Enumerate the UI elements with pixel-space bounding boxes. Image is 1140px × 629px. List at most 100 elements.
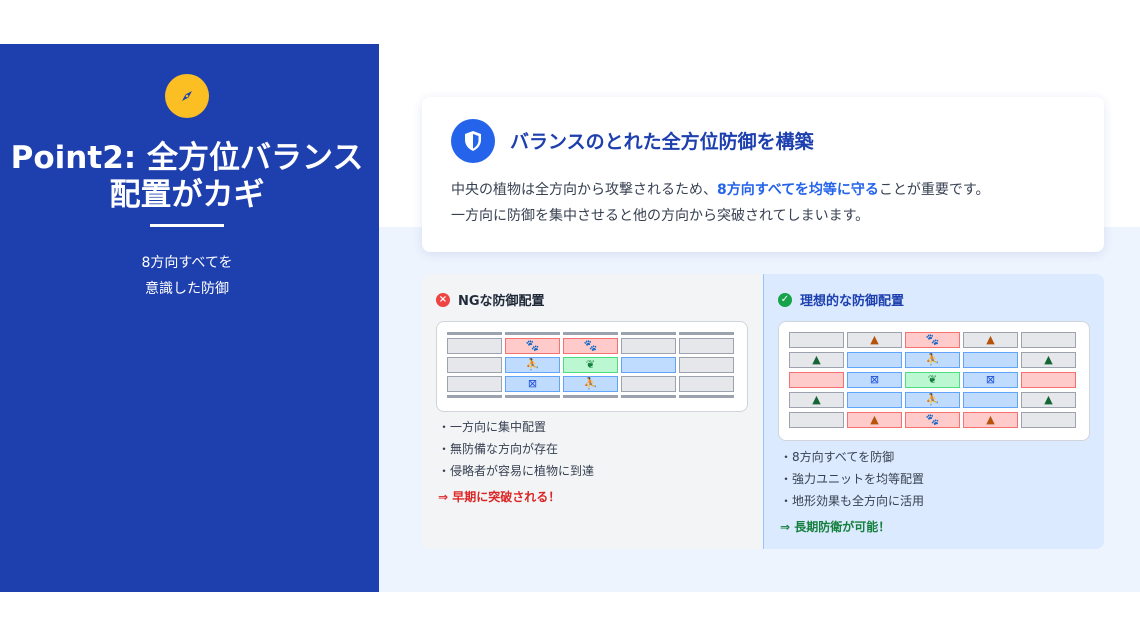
ok-title-text: 理想的な防御配置 — [800, 294, 905, 309]
wall-bar — [563, 332, 618, 335]
ng-panel-title: × NGな防御配置 — [436, 290, 545, 309]
unit-icon: ⛹ — [925, 353, 940, 366]
wall-bar — [505, 332, 560, 335]
ok-grid: ▲ 🐾 ▲ ▲ ⛹ ▲ ⊠ ❦ ⊠ ▲ ⛹ ▲ ▲ 🐾 ▲ — [789, 332, 1076, 428]
grid-cell: ▲ — [963, 412, 1018, 428]
barrier-icon: ⊠ — [527, 377, 538, 390]
ng-result: ⇒ 早期に突破される！ — [438, 490, 561, 504]
body-highlight: 8方向すべてを均等に守る — [717, 182, 879, 198]
grid-cell — [789, 332, 844, 348]
ng-title-text: NGな防御配置 — [458, 294, 545, 309]
grid-cell: ▲ — [963, 332, 1018, 348]
check-circle-icon: ✓ — [778, 292, 792, 307]
list-item: ・地形効果も全方向に活用 — [780, 494, 925, 508]
shield-icon — [451, 119, 495, 163]
tree-icon: ▲ — [812, 393, 821, 406]
wall-bar — [505, 395, 560, 398]
unit-icon: ⛹ — [925, 393, 940, 406]
grid-cell: ⊠ — [505, 376, 560, 392]
grid-cell: ⛹ — [905, 392, 960, 408]
title-divider — [150, 224, 224, 227]
compass-icon — [165, 74, 209, 118]
grid-cell: 🐾 — [505, 338, 560, 354]
grid-cell: ❦ — [905, 372, 960, 388]
mountain-icon: ▲ — [986, 413, 995, 426]
mountain-icon: ▲ — [986, 333, 995, 346]
grid-cell: ⊠ — [963, 372, 1018, 388]
ng-panel: × NGな防御配置 🐾🐾⛹❦⊠⛹ ・一方向に集中配置 ・無防備な方向が存在 ・侵… — [422, 274, 763, 549]
wall-bar — [621, 395, 676, 398]
grid-cell — [679, 357, 734, 373]
grid-cell — [1021, 332, 1076, 348]
ok-panel: ✓ 理想的な防御配置 ▲ 🐾 ▲ ▲ ⛹ ▲ ⊠ ❦ ⊠ ▲ ⛹ ▲ ▲ 🐾 ▲ ・8方向すべてを防御 ・強… — [763, 274, 1104, 549]
card-body: 中央の植物は全方向から攻撃されるため、8方向すべてを均等に守ることが重要です。 … — [451, 177, 1091, 229]
ng-bullet-list: ・一方向に集中配置 ・無防備な方向が存在 ・侵略者が容易に植物に到達 — [438, 416, 594, 482]
ok-result: ⇒ 長期防衛が可能！ — [780, 520, 891, 534]
ok-bullet-list: ・8方向すべてを防御 ・強力ユニットを均等配置 ・地形効果も全方向に活用 — [780, 446, 924, 512]
grid-cell: ▲ — [847, 332, 902, 348]
tree-icon: ▲ — [812, 353, 821, 366]
grid-cell: ❦ — [563, 357, 618, 373]
barrier-icon: ⊠ — [869, 373, 880, 386]
grid-cell: ⛹ — [505, 357, 560, 373]
grid-cell — [621, 376, 676, 392]
page-title: Point2: 全方位バランス配置がカギ — [10, 140, 364, 213]
grid-cell — [621, 338, 676, 354]
wall-bar — [563, 395, 618, 398]
mountain-icon: ▲ — [870, 333, 879, 346]
grid-cell — [847, 352, 902, 368]
wall-bar — [679, 395, 734, 398]
grid-cell: 🐾 — [905, 332, 960, 348]
paw-icon: 🐾 — [925, 333, 940, 346]
grid-cell — [447, 357, 502, 373]
tree-icon: ▲ — [1044, 393, 1053, 406]
ok-panel-title: ✓ 理想的な防御配置 — [778, 290, 904, 309]
grid-cell: ▲ — [847, 412, 902, 428]
body-text: 中央の植物は全方向から攻撃されるため、 — [451, 182, 717, 198]
grid-cell: ⛹ — [905, 352, 960, 368]
ng-grid: 🐾🐾⛹❦⊠⛹ — [447, 332, 734, 398]
paw-icon: 🐾 — [925, 413, 940, 426]
info-card: バランスのとれた全方位防御を構築 中央の植物は全方向から攻撃されるため、8方向す… — [422, 97, 1104, 252]
list-item: ・一方向に集中配置 — [438, 420, 547, 434]
sidebar: Point2: 全方位バランス配置がカギ 8方向すべてを 意識した防御 — [0, 44, 379, 592]
wall-bar — [447, 395, 502, 398]
list-item: ・強力ユニットを均等配置 — [780, 472, 925, 486]
x-circle-icon: × — [436, 292, 450, 307]
grid-cell — [679, 376, 734, 392]
tree-icon: ▲ — [1044, 353, 1053, 366]
ok-board: ▲ 🐾 ▲ ▲ ⛹ ▲ ⊠ ❦ ⊠ ▲ ⛹ ▲ ▲ 🐾 ▲ — [778, 321, 1090, 441]
grid-cell — [447, 376, 502, 392]
card-body-line: 一方向に防御を集中させると他の方向から突破されてしまいます。 — [451, 208, 870, 224]
grid-cell: 🐾 — [563, 338, 618, 354]
plant-icon: ❦ — [585, 358, 596, 371]
card-heading: バランスのとれた全方位防御を構築 — [510, 131, 814, 153]
list-item: ・侵略者が容易に植物に到達 — [438, 464, 595, 478]
grid-cell — [847, 392, 902, 408]
mountain-icon: ▲ — [870, 413, 879, 426]
grid-cell — [1021, 372, 1076, 388]
wall-bar — [679, 332, 734, 335]
unit-icon: ⛹ — [583, 377, 598, 390]
grid-cell — [679, 338, 734, 354]
grid-cell: 🐾 — [905, 412, 960, 428]
grid-cell — [963, 352, 1018, 368]
subtitle-line: 意識した防御 — [145, 281, 229, 297]
body-text: ことが重要です。 — [878, 182, 990, 198]
page-subtitle: 8方向すべてを 意識した防御 — [60, 250, 314, 302]
list-item: ・無防備な方向が存在 — [438, 442, 559, 456]
barrier-icon: ⊠ — [985, 373, 996, 386]
grid-cell: ▲ — [1021, 352, 1076, 368]
card-body-line: 中央の植物は全方向から攻撃されるため、8方向すべてを均等に守ることが重要です。 — [451, 177, 1091, 203]
grid-cell — [789, 412, 844, 428]
grid-cell: ⛹ — [563, 376, 618, 392]
grid-cell: ⊠ — [847, 372, 902, 388]
grid-cell: ▲ — [1021, 392, 1076, 408]
wall-bar — [621, 332, 676, 335]
grid-cell — [963, 392, 1018, 408]
ng-board: 🐾🐾⛹❦⊠⛹ — [436, 321, 748, 412]
grid-cell — [621, 357, 676, 373]
subtitle-line: 8方向すべてを — [141, 255, 233, 271]
grid-cell — [447, 338, 502, 354]
list-item: ・8方向すべてを防御 — [780, 450, 895, 464]
